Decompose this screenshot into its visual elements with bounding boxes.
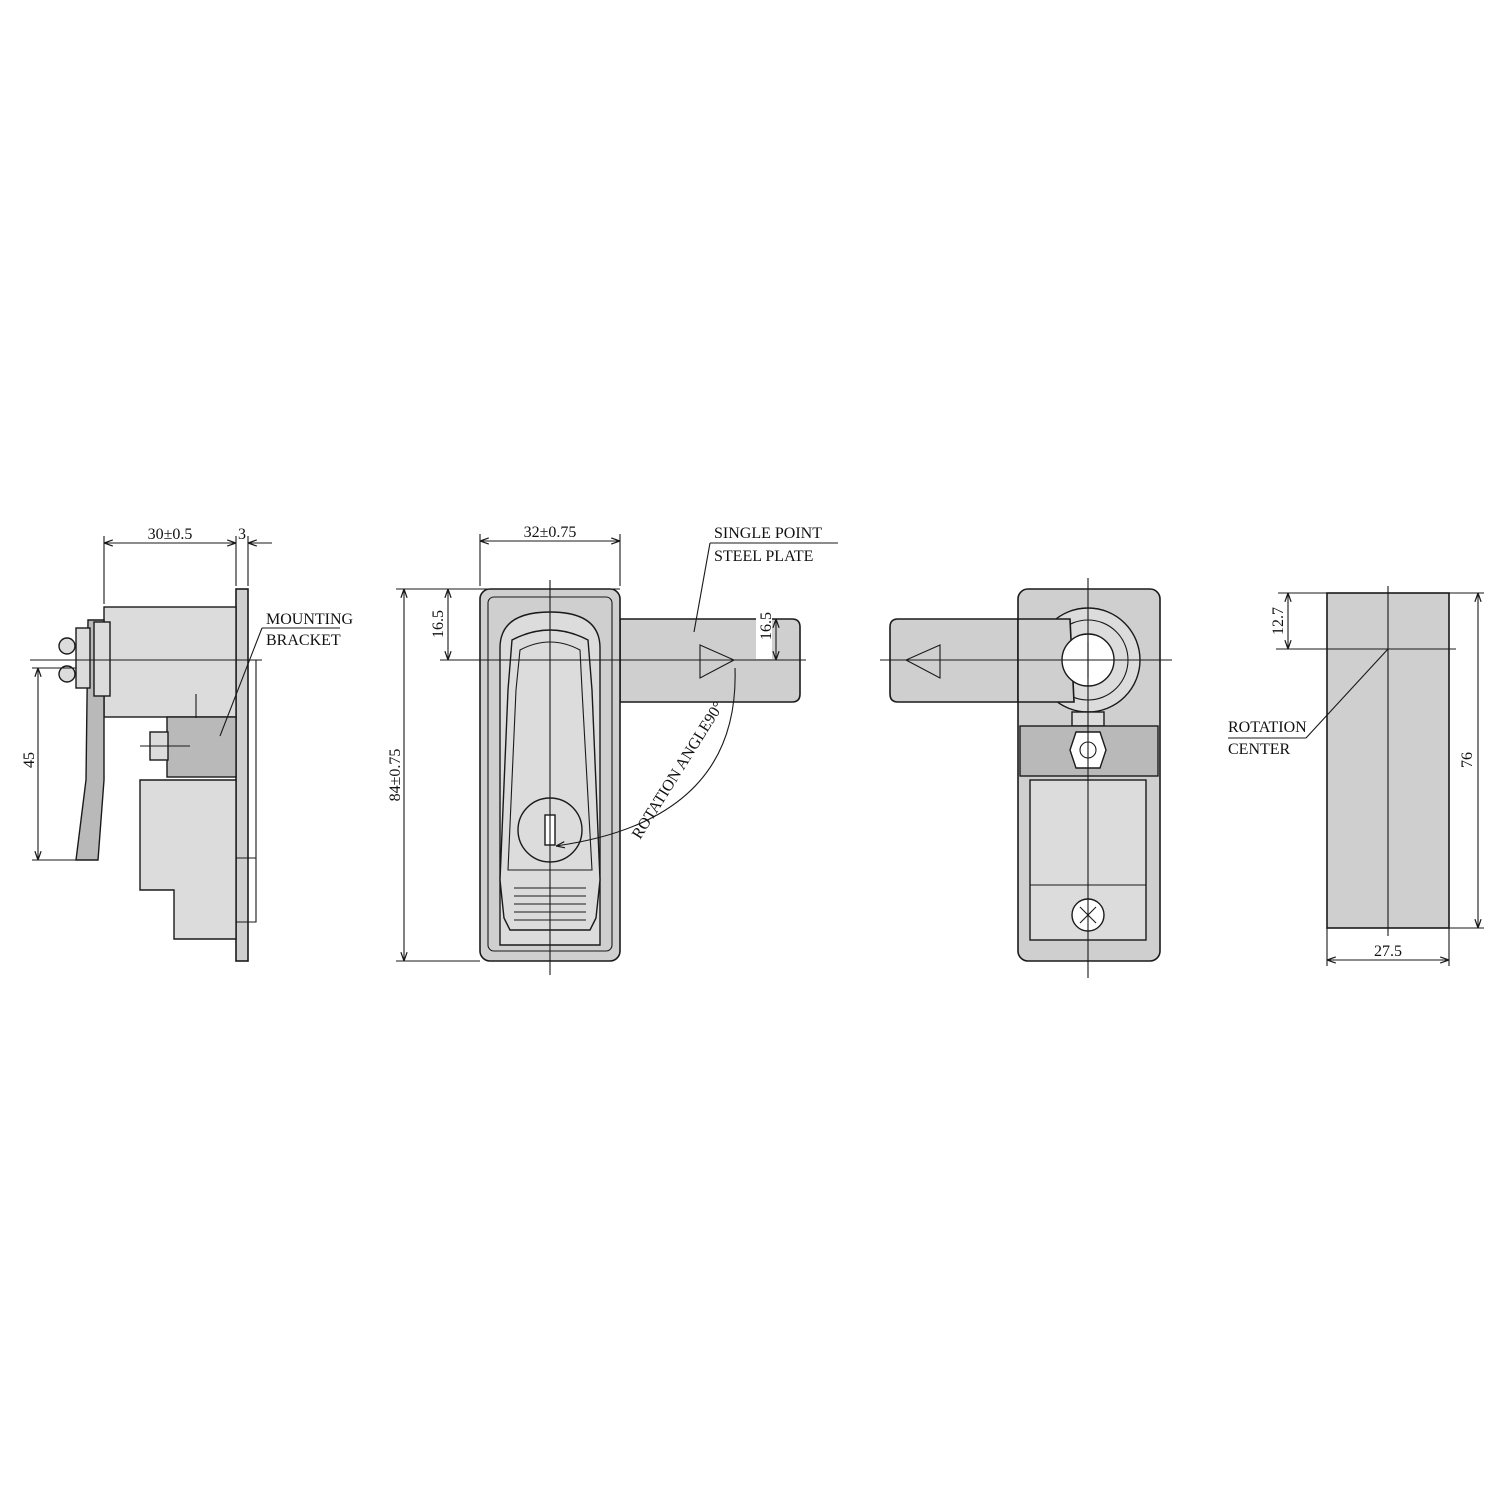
nut-outer (75, 627, 91, 689)
label-single-point: SINGLE POINT (714, 525, 822, 542)
label-mounting: MOUNTING (266, 611, 354, 628)
back-direction-arrow (904, 644, 941, 679)
nut-round-1 (58, 637, 76, 655)
dim-center-left: 16.5 (430, 610, 447, 638)
dim-height: 84±0.75 (387, 749, 404, 802)
dim-cutout-width: 27.5 (1374, 943, 1402, 960)
nut-round-2 (58, 665, 76, 683)
back-view (880, 578, 1172, 978)
dim-plate-thickness: 3 (238, 526, 246, 543)
panel-plate (235, 588, 249, 962)
housing-rib (236, 857, 257, 923)
side-view: 30±0.5 3 45 MOUNTING BRACKET (21, 526, 354, 962)
label-steel-plate: STEEL PLATE (714, 548, 813, 565)
direction-arrow (699, 644, 736, 679)
front-view: ROTATION ANGLE90° 32±0.75 84±0.75 16.5 1… (387, 524, 838, 975)
dim-cutout-height: 76 (1459, 752, 1476, 768)
lock-body (103, 606, 237, 718)
label-center: CENTER (1228, 741, 1291, 758)
housing-back (248, 659, 257, 858)
handle-inner (507, 641, 593, 871)
dim-depth: 30±0.5 (148, 526, 193, 543)
dim-center-right: 16.5 (758, 612, 775, 640)
dim-height-45: 45 (21, 752, 38, 768)
cutout-view: 12.7 76 27.5 ROTATION CENTER (1228, 586, 1484, 966)
label-bracket: BRACKET (266, 632, 341, 649)
label-rotation: ROTATION (1228, 719, 1307, 736)
rotation-arc (556, 667, 736, 846)
dim-top: 12.7 (1270, 607, 1287, 635)
dim-width: 32±0.75 (524, 524, 577, 541)
lower-housing (139, 779, 237, 940)
rotation-angle-label: ROTATION ANGLE90° (629, 699, 727, 842)
washer (93, 621, 111, 697)
mounting-bracket (166, 716, 237, 778)
